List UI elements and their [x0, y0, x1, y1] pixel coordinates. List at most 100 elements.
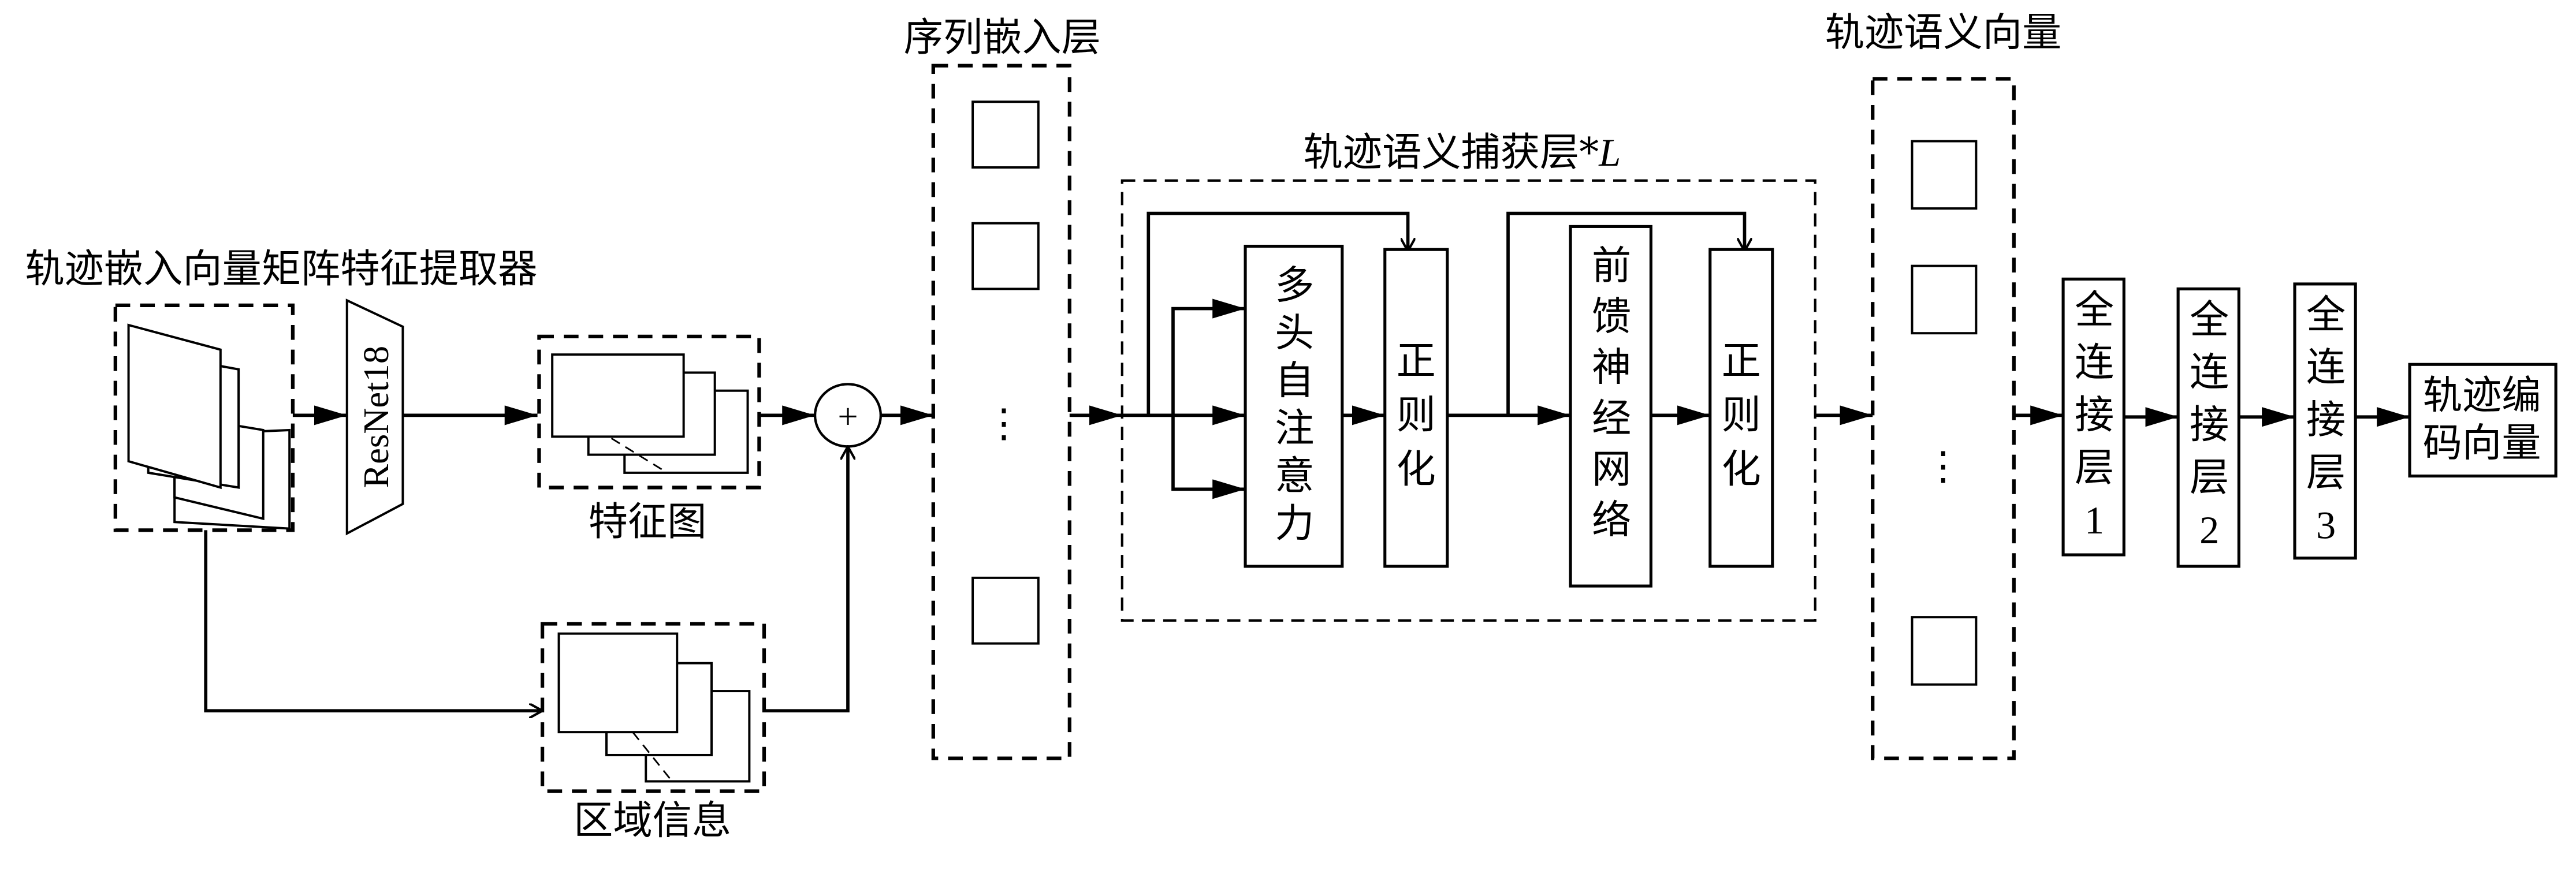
fc-layer-1-char: 连 — [2075, 340, 2114, 386]
region-info-diagonal — [632, 731, 673, 782]
resnet-trapezoid — [345, 298, 404, 536]
residual-connection-1 — [1146, 211, 1408, 416]
semantic-vector-frame — [1871, 77, 2016, 760]
semantic-token-n — [1911, 616, 1978, 686]
fc-layer-2-char: 层 — [2190, 455, 2229, 501]
layer-norm-2-char: 正 — [1722, 338, 1761, 384]
connector-input-to-region — [204, 530, 542, 711]
semantic-ellipsis: ⋮ — [1923, 444, 1963, 488]
layer-norm-1-char: 则 — [1397, 393, 1436, 438]
semantic-capture-label-main: 轨迹语义捕获层* — [1304, 130, 1599, 176]
layer-norm-2-char: 则 — [1722, 393, 1761, 438]
layer-norm-block-2: 正则化 — [1708, 248, 1774, 568]
feed-forward-char: 神 — [1592, 345, 1631, 391]
layer-norm-block-1: 正则化 — [1383, 248, 1449, 568]
feature-map-sheet-1 — [551, 353, 685, 438]
region-info-group: 区域信息 — [540, 622, 766, 843]
output-vector-line-1: 轨迹编 — [2423, 373, 2541, 419]
sequence-embedding-frame — [931, 64, 1071, 760]
sequence-token-2 — [971, 222, 1040, 290]
fc-layer-3-char: 层 — [2306, 450, 2346, 496]
feed-forward-char: 网 — [1592, 447, 1631, 492]
resnet-label: ResNet18 — [356, 346, 396, 488]
feature-map-label: 特征图 — [589, 499, 707, 545]
region-info-frame — [540, 622, 766, 793]
region-info-label: 区域信息 — [574, 798, 731, 843]
multihead-attention-char: 注 — [1275, 406, 1314, 451]
multihead-attention-char: 头 — [1275, 311, 1314, 356]
output-vector-line-2: 码向量 — [2423, 420, 2541, 466]
sequence-token-n — [971, 576, 1040, 645]
sequence-token-1 — [971, 100, 1040, 169]
fc-layer-1-char: 全 — [2075, 287, 2114, 333]
multihead-attention-char: 自 — [1275, 358, 1314, 404]
branch-to-value — [1171, 415, 1246, 499]
feed-forward-box — [1569, 225, 1652, 588]
semantic-vector-layer: 轨迹语义向量 ⋮ — [1825, 10, 2061, 760]
feature-map-frame — [537, 334, 761, 490]
feature-map-group: 特征图 — [537, 334, 761, 545]
layer-norm-text-1: 正则化 — [1397, 338, 1436, 492]
fc-layer-box-2 — [2176, 287, 2240, 568]
fc-layer-1-char: 接 — [2075, 393, 2114, 438]
feed-forward-char: 络 — [1592, 498, 1631, 543]
sequence-embedding-label: 序列嵌入层 — [904, 15, 1101, 61]
multihead-attention-box — [1244, 244, 1344, 568]
multihead-attention-char: 意 — [1275, 453, 1314, 499]
resnet-block: ResNet18 — [345, 298, 404, 536]
semantic-capture-label: 轨迹语义捕获层*L — [1304, 130, 1621, 176]
fc-layer-box-3 — [2293, 282, 2357, 560]
layer-norm-2-char: 化 — [1722, 447, 1761, 492]
add-operator: + — [813, 383, 882, 448]
sequence-embedding-layer: 序列嵌入层 ⋮ — [904, 15, 1101, 760]
feed-forward-char: 馈 — [1592, 294, 1631, 340]
branch-to-query — [1171, 298, 1246, 416]
fc-layer-2-char: 全 — [2190, 297, 2229, 343]
feed-forward-char: 经 — [1592, 396, 1631, 442]
semantic-vector-label: 轨迹语义向量 — [1825, 10, 2061, 56]
layer-norm-text-2: 正则化 — [1722, 338, 1761, 492]
fc-layer-1-char: 层 — [2075, 445, 2114, 491]
fc-layer-1-char: 1 — [2084, 498, 2104, 542]
sequence-ellipsis: ⋮ — [984, 401, 1023, 445]
fc-layer-2-char: 接 — [2190, 402, 2229, 448]
region-info-sheet-1 — [557, 632, 679, 734]
output-vector: 轨迹编 码向量 — [2408, 363, 2558, 478]
feed-forward-char: 前 — [1592, 243, 1631, 289]
fc-layer-box-1 — [2061, 277, 2125, 557]
semantic-token-2 — [1911, 264, 1978, 335]
fc-layer-3-char: 接 — [2306, 398, 2346, 443]
fc-layer-3-char: 连 — [2306, 345, 2346, 391]
layer-norm-box-2 — [1708, 248, 1774, 568]
semantic-token-1 — [1911, 140, 1978, 210]
plus-sign: + — [837, 396, 858, 436]
fc-layer-2-char: 连 — [2190, 350, 2229, 395]
residual-connection-2 — [1506, 211, 1744, 416]
connector-region-to-plus — [764, 446, 848, 713]
fc-layer-3-char: 全 — [2306, 293, 2346, 338]
layer-norm-box-1 — [1383, 248, 1449, 568]
feature-map-diagonal — [611, 437, 668, 474]
semantic-capture-label-l: L — [1598, 130, 1621, 174]
layer-norm-1-char: 正 — [1397, 338, 1436, 384]
multihead-attention-char: 力 — [1275, 501, 1314, 547]
layer-norm-1-char: 化 — [1397, 447, 1436, 492]
output-vector-box — [2408, 363, 2558, 478]
input-matrix-group — [113, 303, 295, 532]
fc-layer-2-char: 2 — [2199, 508, 2219, 552]
input-matrix-frame — [113, 303, 295, 532]
input-matrix-sheet-front — [127, 323, 222, 490]
fc-layer-3-char: 3 — [2316, 503, 2336, 547]
